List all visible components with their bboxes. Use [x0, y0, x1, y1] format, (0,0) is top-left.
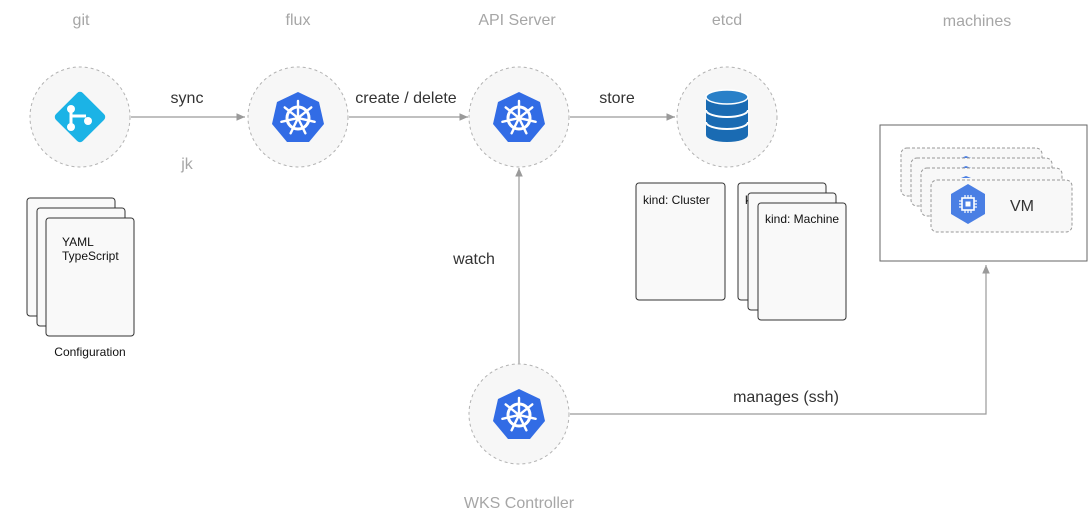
title-machines: machines: [943, 13, 1011, 30]
config-line-typescript: TypeScript: [62, 249, 119, 263]
config-line-yaml: YAML: [62, 235, 94, 249]
git-icon: [54, 91, 106, 143]
git-node: [29, 66, 131, 168]
flux-node: [247, 66, 349, 168]
config-caption: Configuration: [54, 345, 125, 359]
edge-manages: [570, 265, 990, 415]
edge-label-jk: jk: [180, 156, 194, 173]
edge-label-manages: manages (ssh): [733, 389, 839, 406]
edge-label-create-delete: create / delete: [355, 90, 457, 107]
wks-controller-node: [468, 363, 570, 465]
title-git: git: [73, 12, 90, 29]
etcd-machine-documents: k kind: Machine: [737, 182, 847, 321]
title-api-server: API Server: [478, 12, 556, 29]
api-server-node: [468, 66, 570, 168]
edge-label-watch: watch: [452, 251, 495, 268]
etcd-cluster-document: kind: Cluster: [635, 182, 726, 301]
title-etcd: etcd: [712, 12, 742, 29]
edge-label-store: store: [599, 90, 635, 107]
configuration-documents: YAML TypeScript Configuration: [26, 197, 135, 359]
vm-label: VM: [1010, 198, 1034, 215]
title-wks-controller: WKS Controller: [464, 495, 575, 512]
database-icon: [705, 89, 749, 142]
title-flux: flux: [286, 12, 311, 29]
etcd-node: [676, 66, 778, 168]
cluster-doc-label: kind: Cluster: [643, 193, 710, 207]
machines-box: VM: [879, 124, 1088, 262]
edge-label-sync: sync: [171, 90, 204, 107]
machine-doc-label: kind: Machine: [765, 212, 839, 226]
compute-chip-icon: [951, 184, 985, 224]
